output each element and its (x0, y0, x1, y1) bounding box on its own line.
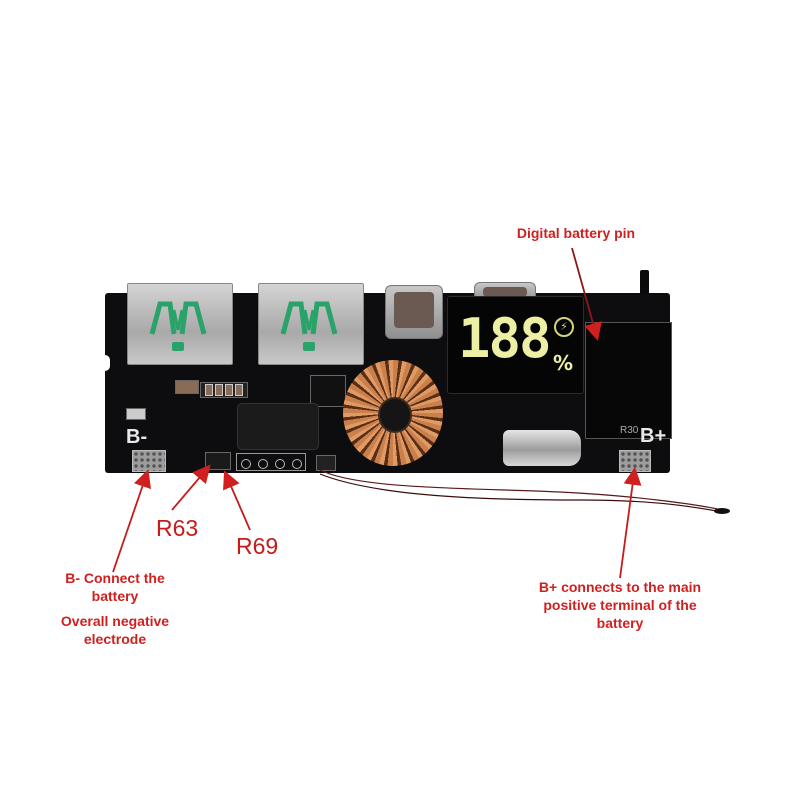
board-notch (100, 355, 110, 371)
label-b-plus-line: battery (596, 615, 644, 631)
label-b-minus-line: B- Connect the (65, 570, 165, 586)
usb-a-port-1 (127, 283, 233, 365)
silkscreen-b-plus: B+ (640, 425, 667, 447)
label-digital-battery-pin: Digital battery pin (516, 225, 636, 241)
silkscreen-r30: R30 (620, 425, 639, 436)
toroidal-inductor (343, 360, 443, 466)
label-b-minus-line: battery (91, 588, 139, 604)
label-b-plus-line: positive terminal of the (543, 597, 697, 613)
label-b-plus-line: B+ connects to the main (538, 579, 702, 595)
usb-a-contacts-icon (280, 301, 338, 335)
charging-bolt-icon: ⚡ (554, 317, 574, 337)
label-b-minus-line: electrode (83, 631, 147, 647)
silkscreen-b-minus: B- (126, 426, 148, 448)
push-switch (640, 270, 649, 294)
r63-r69-pads (205, 452, 231, 470)
ic-chip (310, 375, 346, 407)
label-b-plus: B+ connects to the main positive termina… (505, 578, 735, 632)
smd-resistor (175, 380, 199, 394)
smd-pad (126, 408, 146, 420)
pin-header (236, 453, 306, 471)
usb-c-port (385, 285, 443, 339)
display-driver-board (585, 322, 672, 439)
usb-a-green-tab (172, 342, 184, 351)
black-inductor (237, 403, 319, 450)
display-digits: 188 (458, 307, 552, 370)
electrolytic-capacitor (503, 430, 581, 466)
label-r63: R63 (156, 515, 199, 541)
display-percent-sign: % (552, 351, 573, 375)
label-r69: R69 (236, 533, 279, 559)
usb-a-green-tab (303, 342, 315, 351)
smd-pad (316, 455, 336, 471)
usb-a-contacts-icon (149, 301, 207, 335)
label-b-minus-line: Overall negative (60, 613, 170, 629)
battery-percent-display: 188 ⚡ % (447, 296, 584, 394)
label-b-minus: B- Connect the battery Overall negative … (40, 569, 190, 648)
usb-a-port-2 (258, 283, 364, 365)
